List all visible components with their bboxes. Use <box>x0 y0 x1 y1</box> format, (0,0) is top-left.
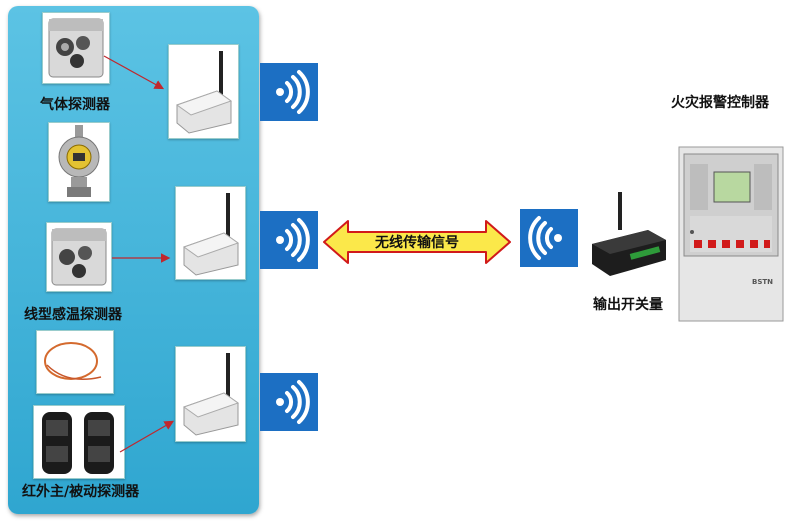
wireless-link-label: 无线传输信号 <box>375 235 459 251</box>
fire-alarm-controller-title: 火灾报警控制器 <box>671 95 769 111</box>
infrared-detector-label: 红外主/被动探测器 <box>22 484 140 500</box>
wifi-signal-box-3 <box>260 373 318 431</box>
wifi-signal-icon <box>276 218 310 262</box>
heat-cable-image <box>36 330 114 394</box>
wireless-link-arrow: 无线传输信号 <box>322 218 512 266</box>
fire-alarm-controller-image: BSTN <box>678 146 784 322</box>
controller-brand-mark: BSTN <box>752 278 774 286</box>
gas-detector-label: 气体探测器 <box>40 97 110 113</box>
wifi-signal-box-2 <box>260 211 318 269</box>
wifi-signal-icon <box>276 70 310 114</box>
wifi-receiver-box <box>520 209 578 267</box>
wifi-signal-icon <box>276 380 310 424</box>
output-switch-module-label: 输出开关量 <box>593 297 663 313</box>
wifi-signal-icon <box>528 216 562 260</box>
linear-heat-detector-image <box>46 222 112 292</box>
wireless-transmitter-2 <box>175 186 246 280</box>
infrared-detector-image <box>33 405 125 479</box>
output-switch-module-image <box>588 190 670 280</box>
wireless-transmitter-1 <box>168 44 239 139</box>
wireless-transmitter-3 <box>175 346 246 442</box>
linear-heat-detector-label: 线型感温探测器 <box>24 307 122 323</box>
gas-detector-image <box>42 12 110 84</box>
explosion-proof-detector-image <box>48 122 110 202</box>
wifi-signal-box-1 <box>260 63 318 121</box>
